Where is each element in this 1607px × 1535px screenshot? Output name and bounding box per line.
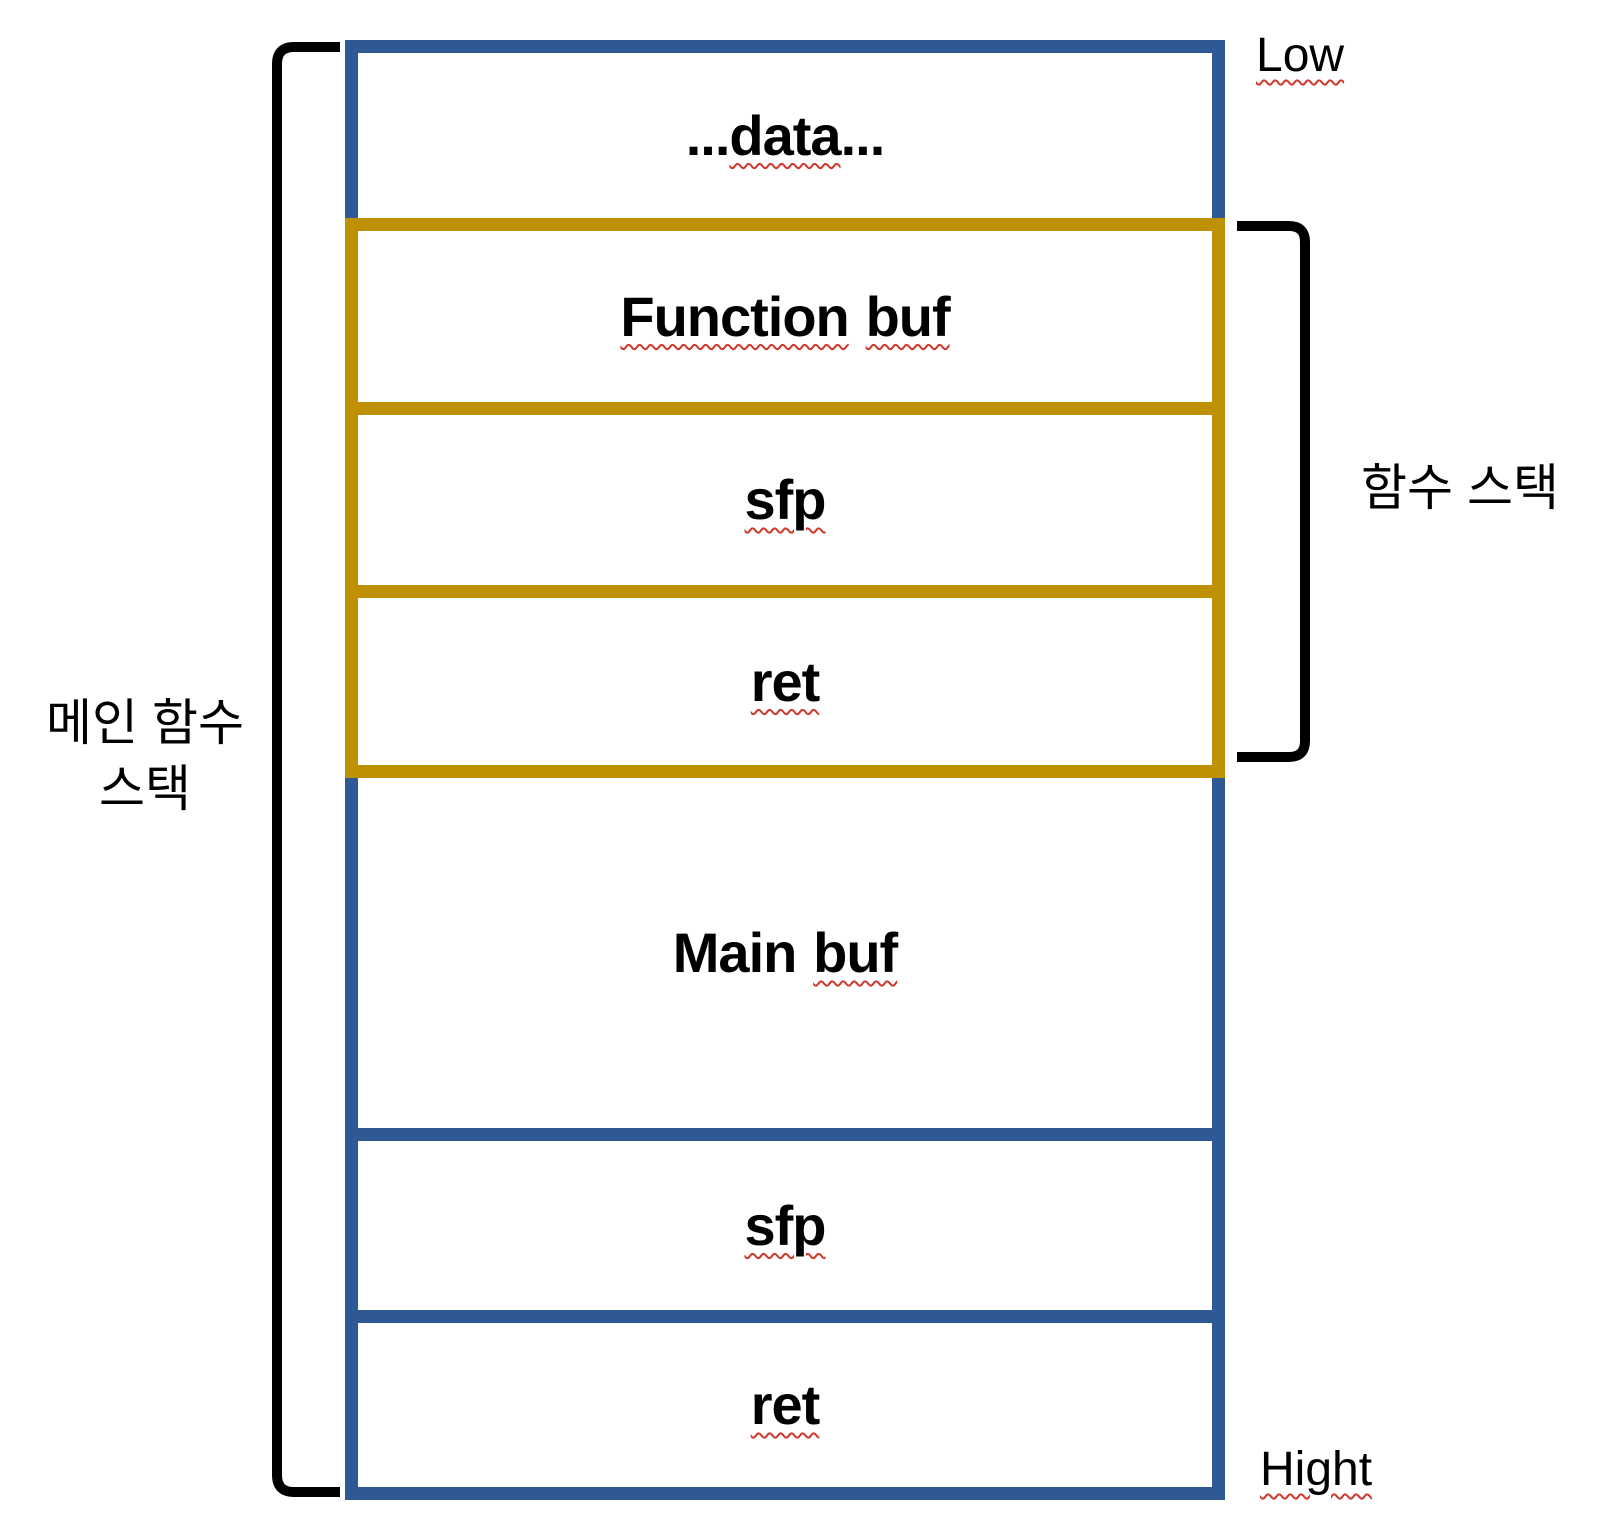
right-bracket — [1237, 221, 1310, 762]
stack-row-function-ret-label: ret — [750, 649, 821, 713]
label-text-misspelled: sfp — [744, 1193, 827, 1257]
label-text: ... — [840, 103, 886, 167]
label-text-misspelled: sfp — [744, 468, 827, 532]
high-address-label: Hight — [1260, 1443, 1373, 1496]
label-text-misspelled: ret — [750, 1373, 821, 1437]
label-text-misspelled: buf — [865, 284, 951, 348]
function-stack-label: 함수 스택 — [1361, 460, 1559, 516]
stack-row-main-ret: ret — [345, 1310, 1225, 1500]
left-bracket — [272, 42, 340, 1497]
main-function-stack-label-line2: 스택 — [99, 761, 191, 817]
label-text-misspelled: ret — [750, 649, 821, 713]
stack-row-data: ...data... — [345, 40, 1225, 218]
stack-row-function-sfp-label: sfp — [744, 468, 827, 532]
stack-row-main-ret-label: ret — [750, 1373, 821, 1437]
label-text-misspelled: buf — [813, 921, 898, 985]
stack-row-data-label: ...data... — [685, 103, 886, 167]
main-function-stack-label-line1: 메인 함수 — [46, 695, 244, 751]
main-function-stack-label: 메인 함수 스택 — [15, 690, 275, 822]
label-text: ... — [685, 103, 731, 167]
stack-row-main-sfp-label: sfp — [744, 1193, 827, 1257]
label-text: Main — [672, 921, 798, 985]
low-address-label: Low — [1256, 29, 1345, 82]
stack-row-function-ret: ret — [345, 585, 1225, 778]
label-text-misspelled: data — [729, 103, 841, 167]
label-text-misspelled: Function — [620, 284, 849, 348]
